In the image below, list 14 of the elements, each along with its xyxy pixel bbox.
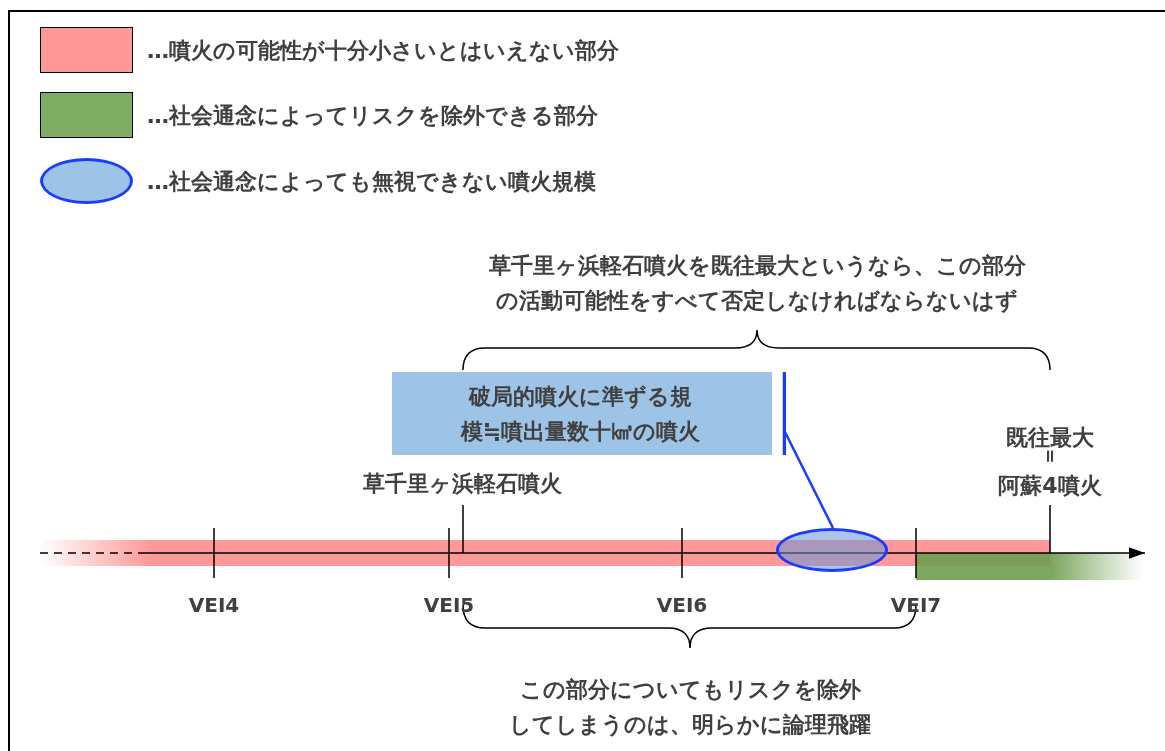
axis-label: VEI7 xyxy=(889,592,943,618)
marker-label: 草千里ヶ浜軽石噴火 xyxy=(361,470,563,498)
annotation-text: 草千里ヶ浜軽石噴火を既往最大というなら、この部分の活動可能性をすべて否定しなければならないはず xyxy=(487,252,1027,315)
axis-label: VEI6 xyxy=(655,592,709,618)
marker-label: 既往最大 xyxy=(1005,424,1095,450)
legend-text: …社会通念によっても無視できない噴火規模 xyxy=(147,167,596,196)
callout-box: 破局的噴火に準ずる規模≒噴出量数十㎦の噴火 xyxy=(392,372,786,455)
axis-label: VEI4 xyxy=(187,592,241,618)
marker-label: 阿蘇4噴火 xyxy=(997,472,1103,500)
annotation-text: この部分についてもリスクを除外してしまうのは、明らかに論理飛躍 xyxy=(508,676,872,739)
axis-label: VEI5 xyxy=(422,592,476,618)
legend-text: …社会通念によってリスクを除外できる部分 xyxy=(147,101,598,130)
equals-sign: = xyxy=(1040,448,1060,466)
legend-text: …噴火の可能性が十分小さいとはいえない部分 xyxy=(147,36,619,65)
